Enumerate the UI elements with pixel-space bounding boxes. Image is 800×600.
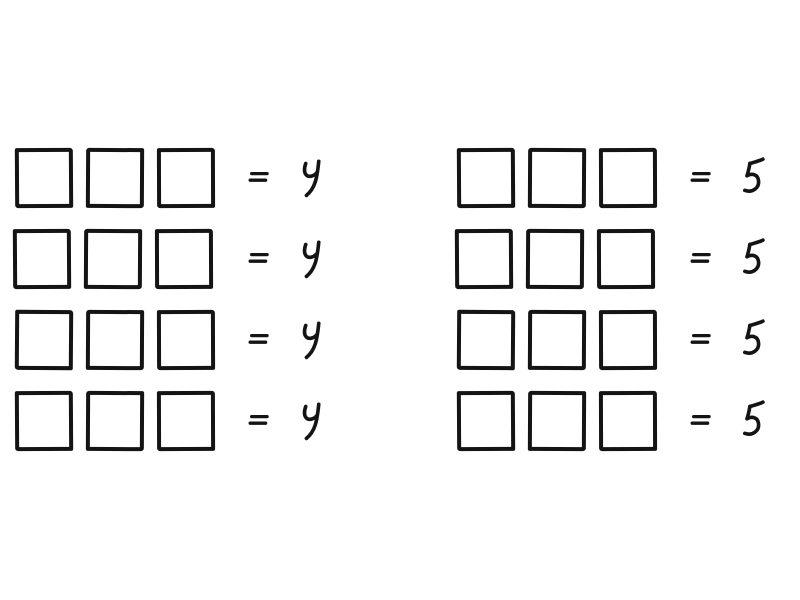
sum-value — [739, 318, 768, 362]
equation-row — [14, 147, 326, 209]
answer-box[interactable] — [598, 390, 658, 452]
answer-box[interactable] — [456, 147, 516, 209]
equation-row — [14, 390, 326, 452]
answer-box[interactable] — [456, 309, 516, 371]
answer-box[interactable] — [14, 390, 74, 452]
equation-group-right — [454, 147, 768, 452]
equals-sign — [248, 237, 270, 281]
answer-box[interactable] — [85, 390, 145, 452]
answer-boxes — [12, 228, 214, 290]
answer-boxes — [456, 390, 658, 452]
equals-sign — [690, 318, 712, 362]
answer-box[interactable] — [156, 147, 216, 209]
answer-boxes — [456, 309, 658, 371]
equation-row — [454, 228, 768, 290]
answer-box[interactable] — [598, 147, 658, 209]
equals-sign — [248, 156, 270, 200]
answer-box[interactable] — [456, 390, 516, 452]
answer-boxes — [14, 309, 216, 371]
answer-box[interactable] — [527, 390, 587, 452]
answer-box[interactable] — [14, 147, 74, 209]
sum-value — [739, 237, 768, 281]
sum-value — [739, 399, 768, 443]
answer-box[interactable] — [596, 228, 656, 290]
answer-box[interactable] — [454, 228, 514, 290]
equals-sign — [690, 399, 712, 443]
answer-box[interactable] — [14, 309, 74, 371]
equals-sign — [248, 399, 270, 443]
answer-box[interactable] — [154, 228, 214, 290]
answer-box[interactable] — [527, 309, 587, 371]
answer-box[interactable] — [525, 228, 585, 290]
equation-row — [14, 309, 326, 371]
sum-value — [297, 318, 326, 362]
equals-sign — [690, 156, 712, 200]
answer-box[interactable] — [85, 309, 145, 371]
answer-box[interactable] — [598, 309, 658, 371]
sum-value — [297, 237, 326, 281]
answer-boxes — [456, 147, 658, 209]
equation-row — [456, 309, 768, 371]
answer-boxes — [14, 390, 216, 452]
equation-row — [12, 228, 326, 290]
answer-boxes — [14, 147, 216, 209]
answer-box[interactable] — [85, 147, 145, 209]
sum-value — [297, 399, 326, 443]
answer-boxes — [454, 228, 656, 290]
answer-box[interactable] — [156, 390, 216, 452]
answer-box[interactable] — [527, 147, 587, 209]
answer-box[interactable] — [12, 228, 72, 290]
answer-box[interactable] — [83, 228, 143, 290]
equals-sign — [248, 318, 270, 362]
equals-sign — [690, 237, 712, 281]
sum-value — [739, 156, 768, 200]
equation-row — [456, 390, 768, 452]
equation-row — [456, 147, 768, 209]
sum-value — [297, 156, 326, 200]
equation-group-left — [12, 147, 326, 452]
answer-box[interactable] — [156, 309, 216, 371]
